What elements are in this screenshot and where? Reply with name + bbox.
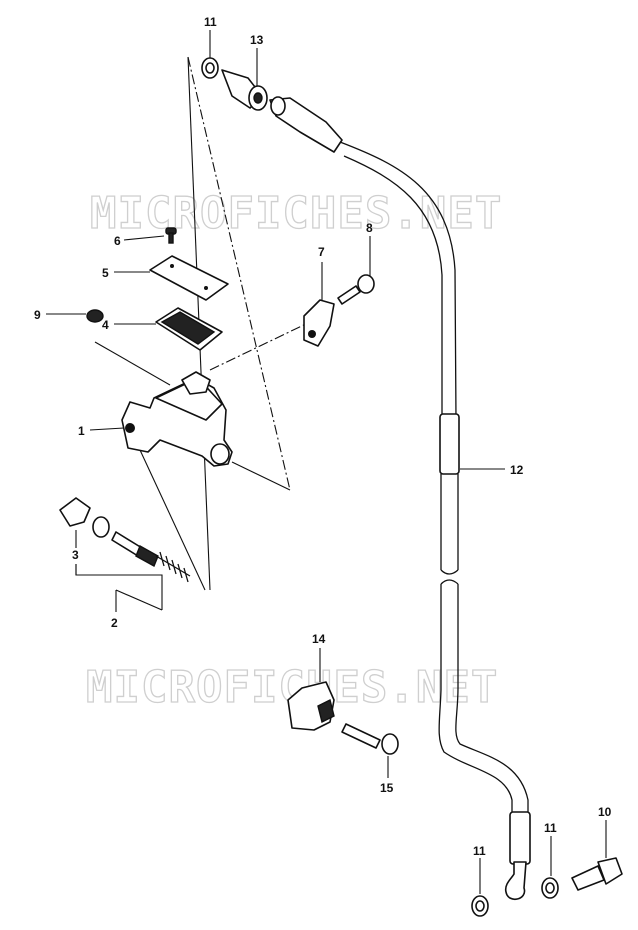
cap-5	[149, 255, 229, 301]
piston-kit-2	[111, 531, 191, 583]
holder-14	[287, 681, 335, 731]
leader-lines	[46, 30, 607, 894]
callout-11-left: 11	[473, 844, 486, 858]
callout-13: 13	[250, 33, 264, 47]
callout-labels: 11 13 6 5 4 9 7 8 1 3 2 12 14 15 11 11 1…	[34, 15, 612, 858]
holder-7	[303, 299, 335, 347]
watermark-top: MICROFICHES.NET	[90, 188, 502, 239]
callout-1: 1	[78, 424, 85, 438]
callout-15: 15	[380, 781, 394, 795]
callout-9: 9	[34, 308, 41, 322]
master-cylinder-1	[121, 371, 233, 467]
union-bolt-10	[571, 857, 623, 891]
bolt-15	[341, 723, 399, 755]
diaphragm-4	[155, 307, 223, 351]
bolt-8	[337, 274, 375, 305]
callout-11-top: 11	[204, 15, 217, 29]
callout-8: 8	[366, 221, 373, 235]
washer-11-top	[201, 57, 219, 79]
callout-6: 6	[114, 234, 121, 248]
washer-11-right	[541, 877, 559, 899]
callout-14: 14	[312, 632, 326, 646]
callout-2: 2	[111, 616, 118, 630]
callout-4: 4	[102, 318, 109, 332]
callout-10: 10	[598, 805, 612, 819]
callout-12: 12	[510, 463, 524, 477]
screw-6	[165, 227, 177, 244]
boot-3	[59, 497, 110, 538]
fitting-13	[221, 69, 268, 111]
callout-5: 5	[102, 266, 109, 280]
callout-11-right: 11	[544, 821, 557, 835]
callout-3: 3	[72, 548, 79, 562]
boot-9	[86, 309, 104, 323]
brake-hose-12	[269, 96, 531, 900]
callout-7: 7	[318, 245, 325, 259]
washer-11-left	[471, 895, 489, 917]
